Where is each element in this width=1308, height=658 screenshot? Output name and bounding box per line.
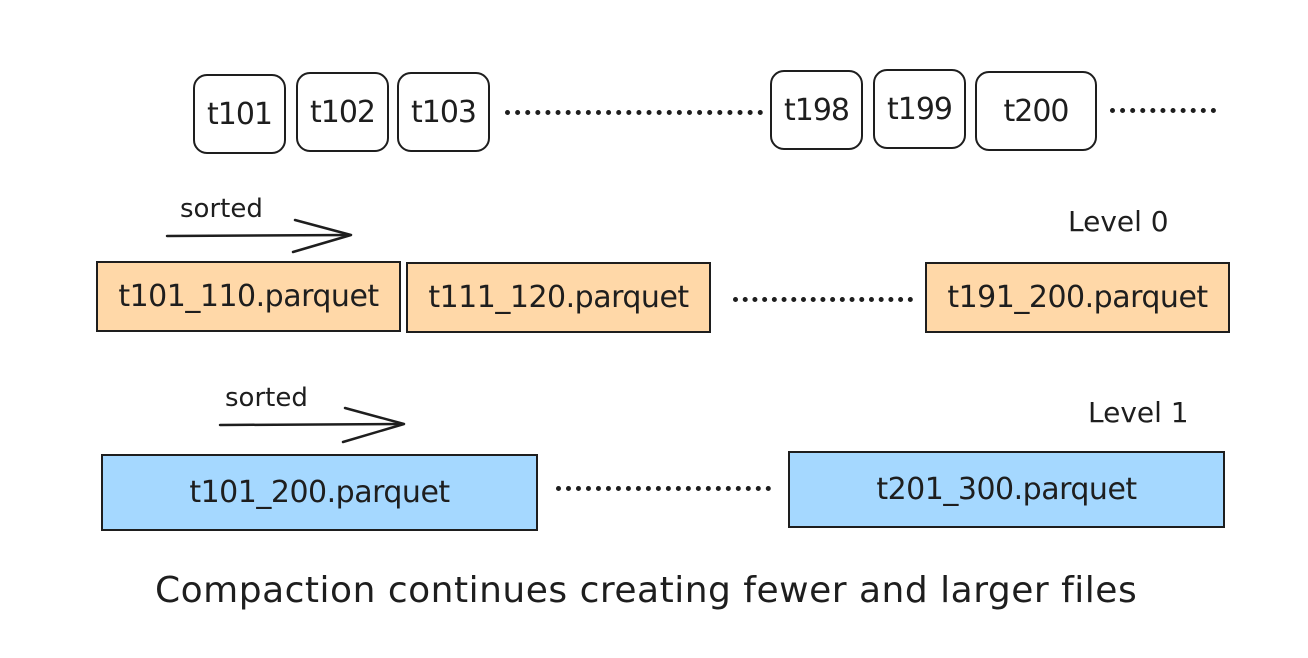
sorted-arrow (165, 218, 353, 254)
parquet-file: t101_110.parquet (96, 261, 401, 332)
caption: Compaction continues creating fewer and … (155, 570, 1138, 611)
timestep-box: t198 (770, 70, 863, 150)
ellipsis-dots (1110, 108, 1216, 113)
file-label: t101_110.parquet (118, 279, 379, 314)
file-label: t191_200.parquet (947, 280, 1208, 315)
ellipsis-dots (733, 297, 913, 302)
timestep-label: t102 (309, 94, 376, 130)
file-label: t101_200.parquet (189, 475, 450, 510)
timestep-box: t199 (873, 69, 966, 149)
file-label: t201_300.parquet (876, 472, 1137, 507)
timestep-label: t198 (783, 92, 850, 128)
sorted-label: sorted (225, 383, 308, 413)
parquet-file: t101_200.parquet (101, 454, 538, 531)
level-label: Level 0 (1068, 205, 1169, 238)
timestep-box: t101 (193, 74, 286, 154)
parquet-file: t111_120.parquet (406, 262, 711, 333)
sorted-label: sorted (180, 194, 263, 224)
timestep-label: t101 (206, 96, 273, 132)
timestep-label: t200 (1003, 93, 1069, 129)
parquet-file: t191_200.parquet (925, 262, 1230, 333)
level-label: Level 1 (1088, 396, 1189, 429)
file-label: t111_120.parquet (428, 280, 689, 315)
timestep-box: t102 (296, 72, 389, 152)
ellipsis-dots (556, 486, 771, 491)
parquet-file: t201_300.parquet (788, 451, 1225, 528)
sorted-arrow (218, 406, 406, 444)
timestep-box: t200 (975, 71, 1097, 151)
timestep-box: t103 (397, 72, 490, 152)
timestep-label: t103 (410, 94, 477, 130)
timestep-label: t199 (886, 91, 953, 127)
ellipsis-dots (505, 110, 763, 115)
